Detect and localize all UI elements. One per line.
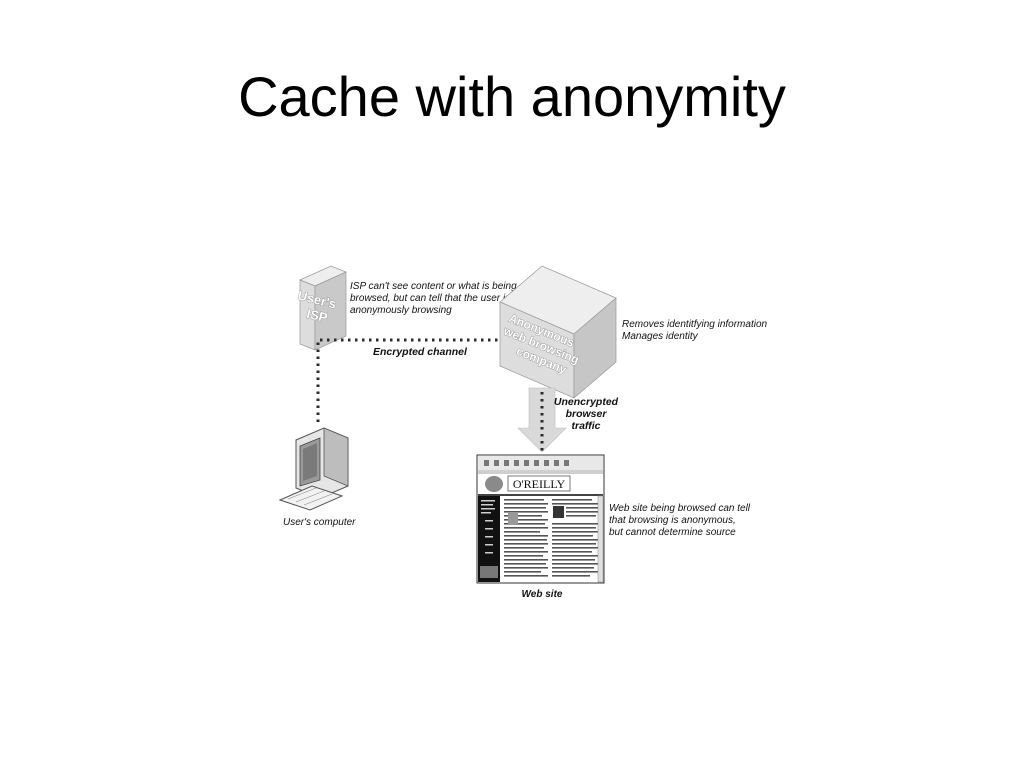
company-note: Removes identitfying information Manages… (622, 319, 768, 342)
isp-note-line-3: anonymously browsing (350, 305, 452, 316)
website-label: Web site (522, 589, 563, 600)
isp-box-label-2: ISP (305, 306, 329, 326)
company-box: Anonymous web browsing company (499, 265, 617, 399)
website-window: O'REILLY (476, 454, 605, 584)
encrypted-channel-path (316, 338, 500, 422)
slide-title: Cache with anonymity (238, 65, 786, 128)
computer-label: User's computer (283, 517, 356, 528)
website-banner: O'REILLY (513, 477, 566, 491)
isp-note: ISP can't see content or what is being b… (350, 281, 517, 316)
encrypted-channel-label: Encrypted channel (373, 346, 468, 358)
unencrypted-label-line-2: browser (566, 408, 608, 420)
website-note-line-1: Web site being browsed can tell (609, 503, 751, 514)
unencrypted-label-line-1: Unencrypted (554, 396, 619, 408)
unencrypted-arrow (517, 387, 567, 454)
company-note-line-2: Manages identity (622, 331, 699, 342)
computer-icon (278, 427, 349, 511)
company-note-line-1: Removes identitfying information (622, 319, 768, 330)
website-note-line-3: but cannot determine source (609, 527, 736, 538)
unencrypted-label-line-3: traffic (572, 420, 601, 432)
website-note-line-2: that browsing is anonymous, (609, 515, 736, 526)
isp-note-line-2: browsed, but can tell that the user is (350, 293, 510, 304)
isp-note-line-1: ISP can't see content or what is being (350, 281, 517, 292)
unencrypted-label: Unencrypted browser traffic (554, 396, 619, 432)
isp-box: User's ISP (296, 265, 347, 351)
website-note: Web site being browsed can tell that bro… (609, 503, 751, 538)
